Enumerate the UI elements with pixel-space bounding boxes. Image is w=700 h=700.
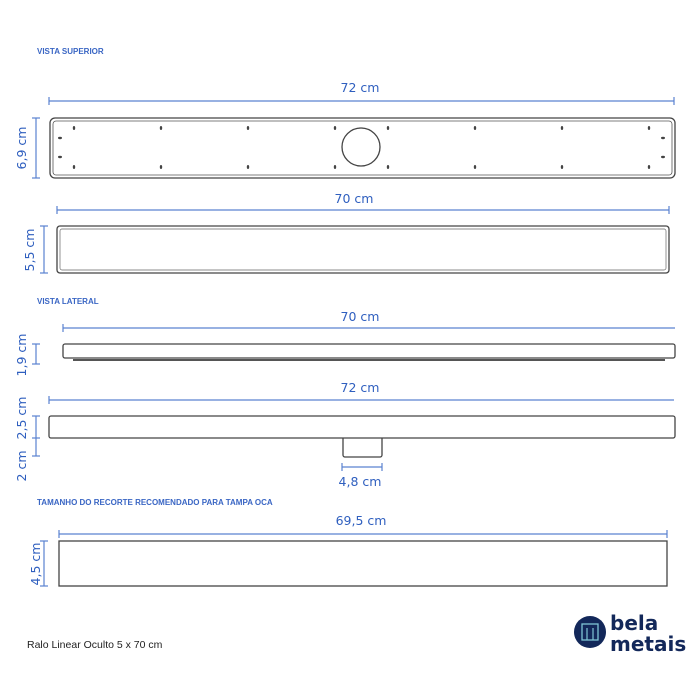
dim-top-length: 72 cm [48,80,675,105]
dim-grate-width: 5,5 cm [22,225,48,274]
svg-text:70 cm: 70 cm [341,309,380,324]
svg-text:2,5 cm: 2,5 cm [14,397,29,440]
svg-text:metais: metais [610,632,686,656]
outlet-hole [341,127,381,167]
cutout-rectangle [58,540,668,587]
dim-cutout-length: 69,5 cm [58,513,668,538]
svg-text:69,5 cm: 69,5 cm [336,513,387,528]
svg-text:6,9 cm: 6,9 cm [14,127,29,170]
svg-text:4,8 cm: 4,8 cm [339,474,382,489]
svg-text:2 cm: 2 cm [14,451,29,482]
grate-top-view [56,225,670,274]
svg-text:bela: bela [610,611,658,635]
dim-cutout-width: 4,5 cm [28,540,48,587]
brand-logo: bela metais [574,611,686,656]
section-title-cutout: TAMANHO DO RECORTE RECOMENDADO PARA TAMP… [37,498,273,507]
top-view-body [49,117,676,179]
dim-side-body-height: 2,5 cm 2 cm [14,397,40,482]
dim-side-grate-length: 70 cm [62,309,675,332]
dim-side-grate-height: 1,9 cm [14,334,40,377]
svg-text:70 cm: 70 cm [335,191,374,206]
dim-grate-length: 70 cm [56,191,670,214]
svg-text:5,5 cm: 5,5 cm [22,229,37,272]
product-caption: Ralo Linear Oculto 5 x 70 cm [27,639,163,651]
dim-top-width: 6,9 cm [14,117,40,179]
section-title-side-view: VISTA LATERAL [37,297,99,306]
svg-text:72 cm: 72 cm [341,380,380,395]
svg-text:72 cm: 72 cm [341,80,380,95]
section-title-top-view: VISTA SUPERIOR [37,47,104,56]
dim-outlet-width: 4,8 cm [339,463,383,489]
svg-text:1,9 cm: 1,9 cm [14,334,29,377]
logo-icon [574,616,606,648]
body-side-view [48,415,676,458]
dim-side-body-length: 72 cm [48,380,674,404]
grate-side-view [62,343,676,361]
svg-text:4,5 cm: 4,5 cm [28,543,43,586]
